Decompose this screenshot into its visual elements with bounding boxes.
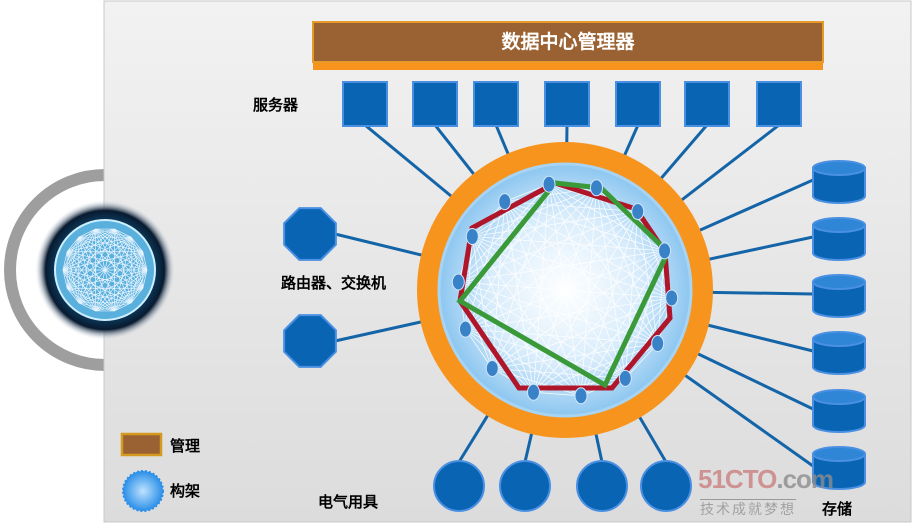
storage-link: [695, 351, 814, 411]
server-node-icon[interactable]: [684, 81, 730, 127]
router-link: [334, 232, 425, 258]
hub-node-icon: [618, 369, 632, 387]
hub-node-icon: [658, 242, 672, 260]
watermark-logo: 51CTO.com: [698, 464, 834, 494]
storage-node-icon[interactable]: [812, 331, 866, 375]
appliance-link: [457, 412, 491, 463]
server-link: [622, 124, 640, 159]
appliance-node-icon[interactable]: [576, 460, 628, 512]
storage-node-icon[interactable]: [812, 389, 866, 433]
hub-node-icon: [451, 273, 465, 291]
router-node-icon[interactable]: [283, 314, 337, 368]
server-node-icon[interactable]: [756, 81, 802, 127]
hub-node-icon: [665, 289, 679, 307]
hub-node-icon: [589, 179, 603, 197]
legend-management-icon: [120, 432, 163, 457]
server-node-icon[interactable]: [544, 81, 590, 127]
page-title: 数据中心管理器: [501, 31, 635, 53]
appliance-node-icon[interactable]: [640, 460, 692, 512]
storage-link: [709, 290, 814, 296]
appliance-node-icon[interactable]: [433, 460, 485, 512]
legend-fabric-icon: [122, 470, 164, 512]
hub-node-icon: [542, 175, 556, 193]
appliance-link: [594, 431, 604, 463]
router-node-icon[interactable]: [283, 207, 337, 261]
storage-node-icon[interactable]: [812, 274, 866, 318]
router-link: [334, 319, 424, 343]
server-link: [678, 123, 780, 203]
server-node-icon[interactable]: [342, 81, 388, 127]
hub-node-icon: [465, 228, 479, 246]
routers-label: 路由器、交换机: [281, 274, 387, 292]
hub-node-icon: [527, 383, 541, 401]
red-ring-path: [457, 180, 673, 391]
hub-node-icon: [631, 203, 645, 221]
storage-link: [705, 323, 814, 353]
hub-node-icon: [485, 359, 499, 377]
storage-label: 存储: [822, 500, 853, 518]
appliances-label: 电气用具: [318, 493, 379, 511]
storage-node-icon[interactable]: [812, 217, 866, 261]
server-link: [364, 123, 455, 199]
server-link: [433, 124, 477, 178]
appliance-link: [637, 414, 668, 463]
server-link: [494, 124, 511, 157]
storage-link: [706, 235, 814, 262]
hub-node-icon: [498, 193, 512, 211]
hub-node-icon: [458, 320, 472, 338]
mesh-emblem-icon: [35, 200, 175, 340]
server-node-icon[interactable]: [412, 81, 458, 127]
legend-management-label: 管理: [170, 437, 201, 455]
hub-node-icon: [574, 387, 588, 405]
appliance-node-icon[interactable]: [499, 460, 551, 512]
storage-node-icon[interactable]: [812, 160, 866, 204]
hub-node-icon: [651, 334, 665, 352]
servers-label: 服务器: [253, 96, 299, 114]
storage-link: [682, 372, 814, 468]
legend-fabric-label: 构架: [170, 482, 201, 500]
storage-link: [696, 178, 814, 233]
server-node-icon[interactable]: [473, 81, 519, 127]
watermark-slogan: 技术成就梦想: [700, 499, 796, 519]
server-link: [658, 124, 709, 182]
title-bar: [312, 21, 824, 63]
storage-node-icon[interactable]: [812, 446, 866, 490]
central-hub: [417, 142, 713, 438]
server-node-icon[interactable]: [615, 81, 661, 127]
appliance-link: [523, 430, 534, 463]
